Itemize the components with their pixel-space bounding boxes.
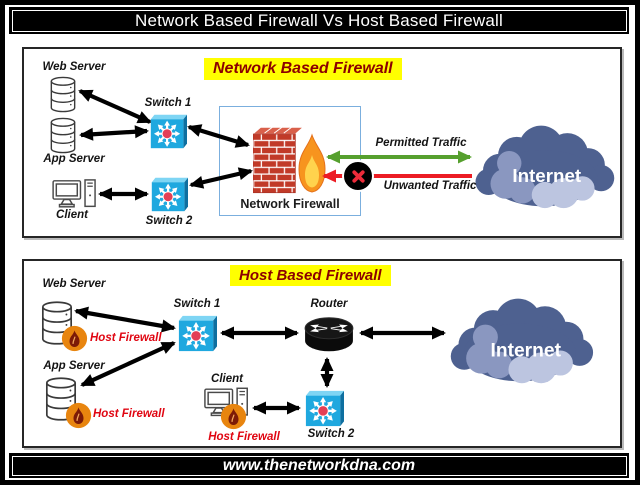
web-server-label: Web Server xyxy=(42,278,106,290)
website-url: www.thenetworkdna.com xyxy=(11,455,627,476)
host-firewall-label-app: Host Firewall xyxy=(93,408,165,420)
router-label: Router xyxy=(310,298,348,310)
internet-cloud-icon: Internet xyxy=(450,298,594,384)
switch2-label: Switch 2 xyxy=(145,215,193,227)
host-firewall-flame-icon xyxy=(65,402,92,429)
page-title: Network Based Firewall Vs Host Based Fir… xyxy=(11,9,627,32)
host-firewall-flame-icon xyxy=(220,403,247,430)
footer-bar: www.thenetworkdna.com xyxy=(9,453,629,478)
app-server-label: App Server xyxy=(43,153,105,165)
host-firewall-label-web: Host Firewall xyxy=(90,332,162,344)
web-server-label: Web Server xyxy=(42,61,106,73)
app-server-label: App Server xyxy=(43,360,105,372)
permitted-traffic-label: Permitted Traffic xyxy=(375,137,467,149)
host-panel-title: Host Based Firewall xyxy=(230,265,391,286)
internet-cloud-icon: Internet xyxy=(475,125,615,209)
app-server-database-icon xyxy=(50,117,76,154)
client-label: Client xyxy=(211,373,243,385)
switch1-label: Switch 1 xyxy=(173,298,221,310)
blocked-traffic-icon xyxy=(342,160,374,192)
network-firewall-label: Network Firewall xyxy=(240,197,340,211)
brick-wall-icon xyxy=(253,126,303,194)
switch1-icon xyxy=(178,315,217,352)
unwanted-traffic-label: Unwanted Traffic xyxy=(383,180,477,192)
flame-icon xyxy=(298,133,326,193)
internet-label: Internet xyxy=(512,165,582,186)
web-server-database-icon xyxy=(50,76,76,113)
network-panel-title: Network Based Firewall xyxy=(204,58,402,80)
router-icon xyxy=(304,317,354,352)
host-firewall-label-client: Host Firewall xyxy=(208,431,280,443)
host-firewall-flame-icon xyxy=(61,325,88,352)
header-bar: Network Based Firewall Vs Host Based Fir… xyxy=(9,7,629,34)
client-computer-icon xyxy=(52,179,96,208)
network-based-firewall-panel: Network Based Firewall Web Server App Se… xyxy=(22,47,622,238)
host-based-firewall-panel: Host Based Firewall Web Server App Serve… xyxy=(22,259,622,448)
switch1-icon xyxy=(150,114,187,149)
switch1-label: Switch 1 xyxy=(144,97,192,109)
client-computer-icon xyxy=(204,387,248,417)
internet-label: Internet xyxy=(491,340,562,361)
switch2-icon xyxy=(151,177,188,212)
network-firewall-box: Network Firewall xyxy=(219,106,361,216)
client-label: Client xyxy=(56,209,88,221)
switch2-label: Switch 2 xyxy=(307,428,355,440)
switch2-icon xyxy=(305,390,344,427)
